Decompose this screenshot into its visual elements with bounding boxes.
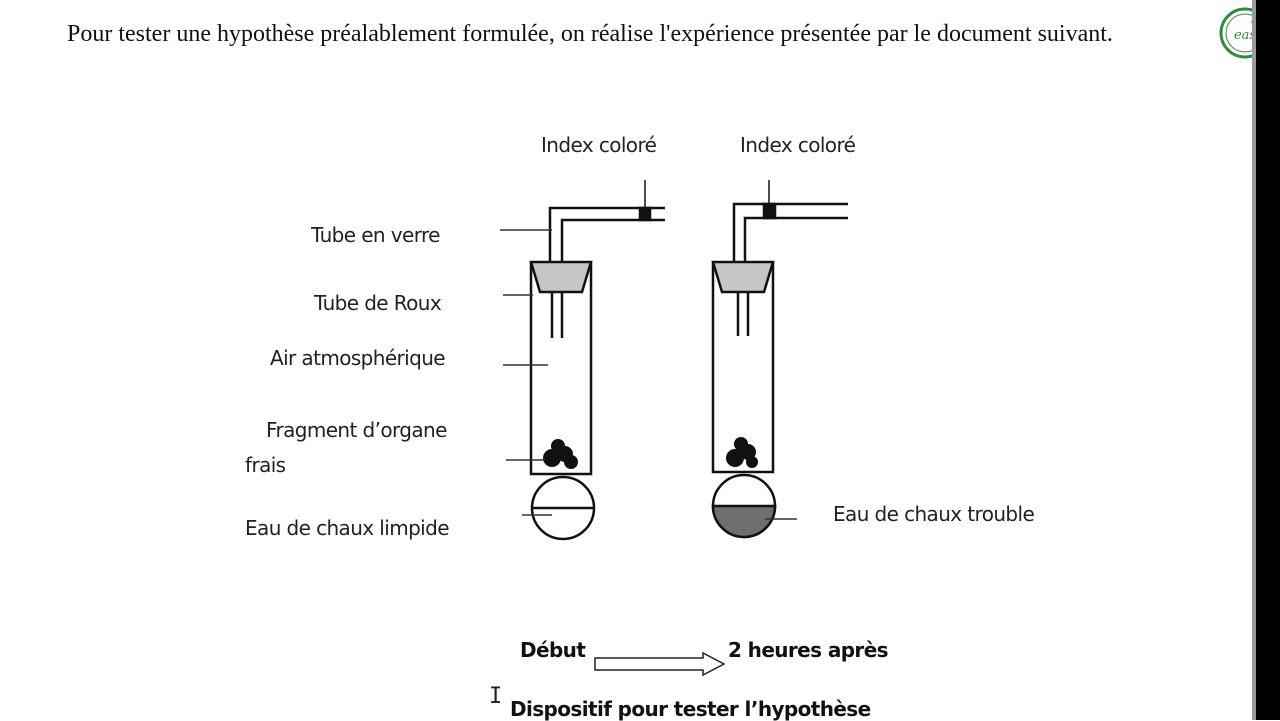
text-cursor-icon: I bbox=[489, 684, 503, 709]
label-fragment-frais: frais bbox=[245, 453, 286, 477]
label-index-right: Index coloré bbox=[740, 133, 856, 157]
label-index-left: Index coloré bbox=[541, 133, 657, 157]
leader-lines bbox=[500, 229, 797, 520]
caption-end: 2 heures après bbox=[728, 638, 889, 662]
label-tube-roux: Tube de Roux bbox=[314, 291, 442, 315]
viewer-edge bbox=[1252, 0, 1256, 720]
label-air: Air atmosphérique bbox=[270, 346, 446, 370]
label-tube-verre: Tube en verre bbox=[311, 223, 440, 247]
left-apparatus bbox=[529, 180, 665, 541]
label-eau-trouble: Eau de chaux trouble bbox=[833, 502, 1035, 526]
right-apparatus bbox=[711, 180, 848, 539]
label-eau-limpide: Eau de chaux limpide bbox=[245, 516, 450, 540]
svg-text:eas: eas bbox=[1234, 28, 1256, 43]
time-arrow bbox=[594, 651, 726, 677]
label-fragment: Fragment d’organe bbox=[266, 418, 447, 442]
caption-start: Début bbox=[520, 638, 586, 662]
viewer-border bbox=[1256, 0, 1280, 720]
intro-paragraph: Pour tester une hypothèse préalablement … bbox=[67, 21, 1113, 47]
figure-caption: Dispositif pour tester l’hypothèse bbox=[510, 697, 871, 721]
